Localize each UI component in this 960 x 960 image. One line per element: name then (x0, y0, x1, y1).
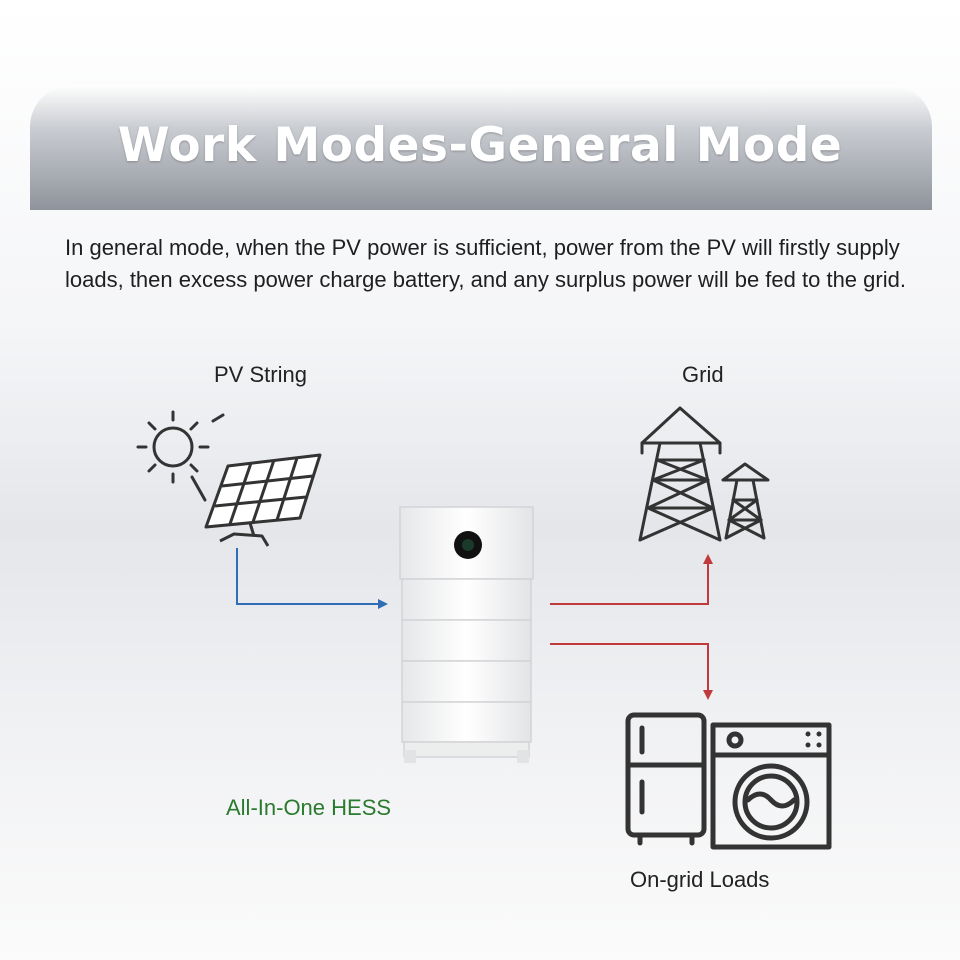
pv-string-label: PV String (214, 362, 307, 387)
hess-to-loads-flow (550, 643, 713, 700)
mode-description: In general mode, when the PV power is su… (65, 235, 906, 292)
battery-storage-unit (399, 506, 534, 763)
title-banner (30, 85, 932, 210)
page-title: Work Modes-General Mode (117, 118, 843, 173)
grid-label: Grid (682, 362, 724, 387)
appliances-icon (625, 712, 832, 850)
pv-to-hess-flow (236, 548, 388, 609)
washer-buttons-icon (805, 731, 822, 748)
sun-icon (136, 410, 225, 502)
transmission-tower-icon (638, 406, 770, 542)
loads-label: On-grid Loads (630, 867, 770, 892)
hess-label: All-In-One HESS (226, 795, 392, 820)
hess-to-grid-flow (550, 554, 713, 605)
solar-panel-icon (204, 453, 322, 547)
